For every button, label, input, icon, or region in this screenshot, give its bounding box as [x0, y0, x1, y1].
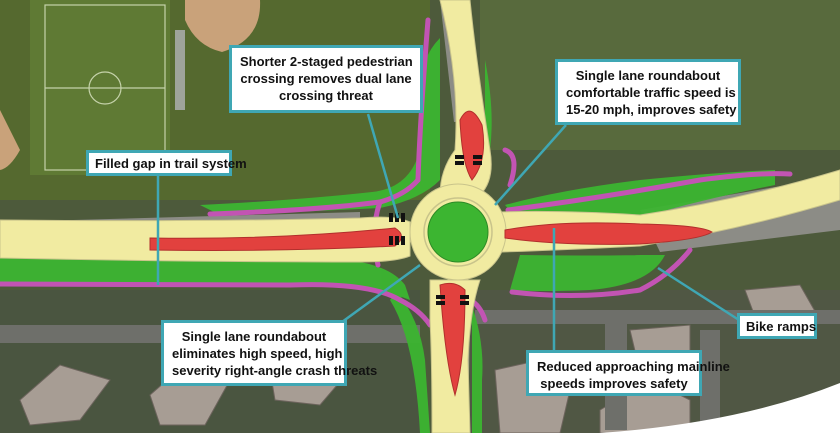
callout-line: eliminates high speed, high — [172, 346, 343, 361]
callout-line: comfortable traffic speed is — [566, 85, 736, 100]
callout-line: Single lane roundabout — [181, 329, 327, 344]
central-island — [427, 201, 489, 263]
callout-traffic-speed: Single lane roundabout comfortable traff… — [555, 59, 741, 125]
callout-line: 15-20 mph, improves safety — [566, 102, 737, 117]
corner-swoosh-decoration — [600, 383, 840, 433]
callout-line: crossing threat — [279, 88, 373, 103]
ball-diamond — [185, 0, 261, 52]
leader-lines — [156, 113, 740, 352]
callout-crash-threats: Single lane roundabout eliminates high s… — [161, 320, 378, 386]
callout-line: Single lane roundabout — [575, 68, 721, 83]
crosswalk-markings — [389, 155, 482, 305]
trail-paths — [0, 17, 793, 328]
callout-bike-ramps: Bike ramps — [737, 313, 817, 339]
callout-line: Reduced approaching mainline — [537, 359, 730, 374]
callout-trail-gap: Filled gap in trail system — [86, 150, 247, 176]
callout-line: Filled gap in trail system — [95, 156, 247, 171]
callout-line: crossing removes dual lane — [240, 71, 412, 86]
callout-line: speeds improves safety — [540, 376, 688, 391]
callout-line: Shorter 2-staged pedestrian — [240, 54, 413, 69]
callout-line: Bike ramps — [746, 319, 817, 334]
landscape-buffers — [0, 38, 775, 433]
callout-pedestrian-crossing: Shorter 2-staged pedestrian crossing rem… — [229, 45, 423, 113]
callout-line: severity right-angle crash threats — [172, 363, 378, 378]
splitter-islands — [149, 110, 713, 397]
callout-mainline-speeds: Reduced approaching mainline speeds impr… — [526, 350, 730, 396]
